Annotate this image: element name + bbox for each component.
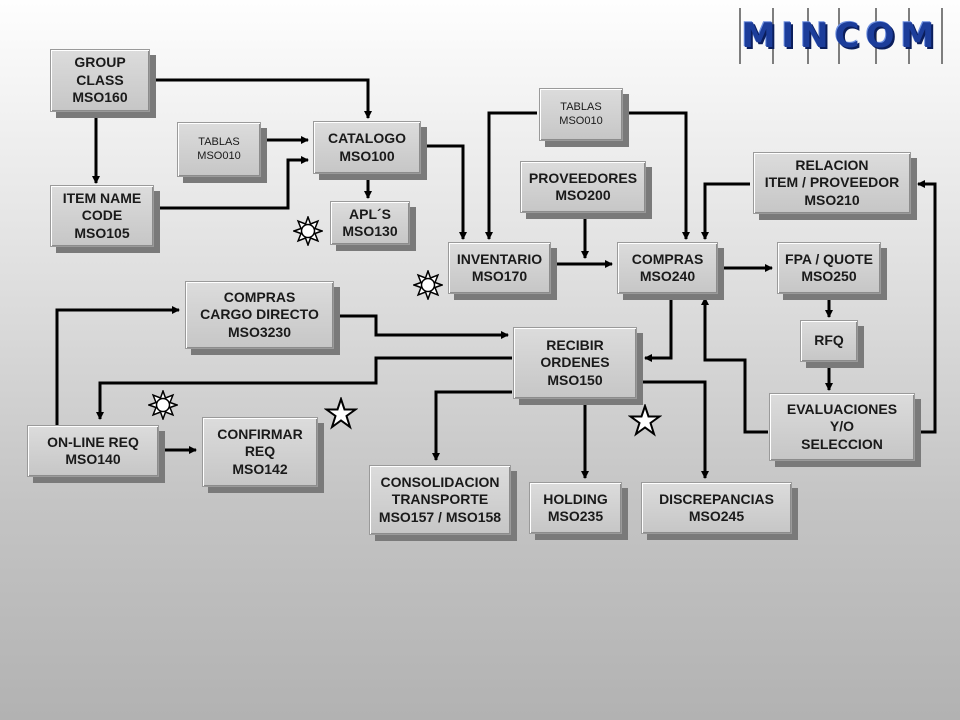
arrow-tablas2-to-inventario — [485, 111, 537, 240]
arrow-online-to-cargo — [55, 306, 180, 428]
box-online-req-label: ON-LINE REQ MSO140 — [27, 425, 159, 477]
box-discrepancias: DISCREPANCIAS MSO245 — [641, 482, 798, 540]
box-group-class: GROUP CLASS MSO160 — [50, 49, 156, 118]
box-confirmar-req-label: CONFIRMAR REQ MSO142 — [202, 417, 318, 487]
box-relacion-label: RELACION ITEM / PROVEEDOR MSO210 — [753, 152, 911, 214]
arrow-recibir-to-online — [96, 356, 512, 420]
box-item-name-code-label: ITEM NAME CODE MSO105 — [50, 185, 154, 247]
box-evaluaciones-label: EVALUACIONES Y/O SELECCION — [769, 393, 915, 461]
arrow-recibir-to-consolidacion — [432, 390, 512, 461]
box-apls-label: APL´S MSO130 — [330, 201, 410, 245]
box-tablas-1-label: TABLAS MSO010 — [177, 122, 261, 177]
sun-icon — [413, 270, 443, 300]
logo-bars — [739, 8, 943, 64]
arrow-evaluaciones-to-relacion — [917, 180, 937, 434]
box-catalogo-label: CATALOGO MSO100 — [313, 121, 421, 174]
box-tablas-2: TABLAS MSO010 — [539, 88, 629, 147]
box-group-class-label: GROUP CLASS MSO160 — [50, 49, 150, 112]
star-icon — [324, 397, 358, 430]
box-item-name-code: ITEM NAME CODE MSO105 — [50, 185, 160, 253]
box-proveedores-label: PROVEEDORES MSO200 — [520, 161, 646, 213]
box-recibir-ordenes: RECIBIR ORDENES MSO150 — [513, 327, 643, 405]
star-icon — [628, 404, 662, 437]
arrow-itemname-to-catalogo — [158, 156, 309, 210]
box-tablas-2-label: TABLAS MSO010 — [539, 88, 623, 141]
arrow-group-to-catalogo — [150, 78, 372, 119]
logo-wordmark: MINCOM — [741, 16, 941, 56]
box-proveedores: PROVEEDORES MSO200 — [520, 161, 652, 219]
arrow-compras-to-recibir — [644, 296, 673, 362]
sun-icon — [293, 216, 323, 246]
box-holding: HOLDING MSO235 — [529, 482, 628, 540]
mincom-logo: MINCOM — [738, 6, 944, 68]
box-compras-240-label: COMPRAS MSO240 — [617, 242, 718, 294]
sun-icon — [148, 390, 178, 420]
arrow-recibir-to-discrepancias — [639, 380, 709, 479]
box-fpa-quote: FPA / QUOTE MSO250 — [777, 242, 887, 300]
box-inventario: INVENTARIO MSO170 — [448, 242, 557, 300]
box-rfq-label: RFQ — [800, 320, 858, 362]
box-catalogo: CATALOGO MSO100 — [313, 121, 427, 180]
box-rfq: RFQ — [800, 320, 864, 368]
box-consolidacion: CONSOLIDACION TRANSPORTE MSO157 / MSO158 — [369, 465, 517, 541]
arrow-tablas2-to-compras — [625, 111, 690, 240]
arrow-evaluaciones-to-compras — [701, 297, 768, 434]
box-evaluaciones: EVALUACIONES Y/O SELECCION — [769, 393, 921, 467]
box-confirmar-req: CONFIRMAR REQ MSO142 — [202, 417, 324, 493]
box-inventario-label: INVENTARIO MSO170 — [448, 242, 551, 294]
box-compras-cargo-directo: COMPRAS CARGO DIRECTO MSO3230 — [185, 281, 340, 355]
box-compras-240: COMPRAS MSO240 — [617, 242, 724, 300]
box-tablas-1: TABLAS MSO010 — [177, 122, 267, 183]
box-holding-label: HOLDING MSO235 — [529, 482, 622, 534]
arrow-catalogo-to-inventario — [424, 144, 467, 240]
arrow-relacion-to-compras — [701, 182, 750, 240]
box-discrepancias-label: DISCREPANCIAS MSO245 — [641, 482, 792, 534]
box-recibir-ordenes-label: RECIBIR ORDENES MSO150 — [513, 327, 637, 399]
box-fpa-quote-label: FPA / QUOTE MSO250 — [777, 242, 881, 294]
box-apls: APL´S MSO130 — [330, 201, 416, 251]
box-compras-cargo-directo-label: COMPRAS CARGO DIRECTO MSO3230 — [185, 281, 334, 349]
box-consolidacion-label: CONSOLIDACION TRANSPORTE MSO157 / MSO158 — [369, 465, 511, 535]
box-relacion: RELACION ITEM / PROVEEDOR MSO210 — [753, 152, 917, 220]
arrow-cargo-to-recibir — [336, 314, 509, 339]
box-online-req: ON-LINE REQ MSO140 — [27, 425, 165, 483]
